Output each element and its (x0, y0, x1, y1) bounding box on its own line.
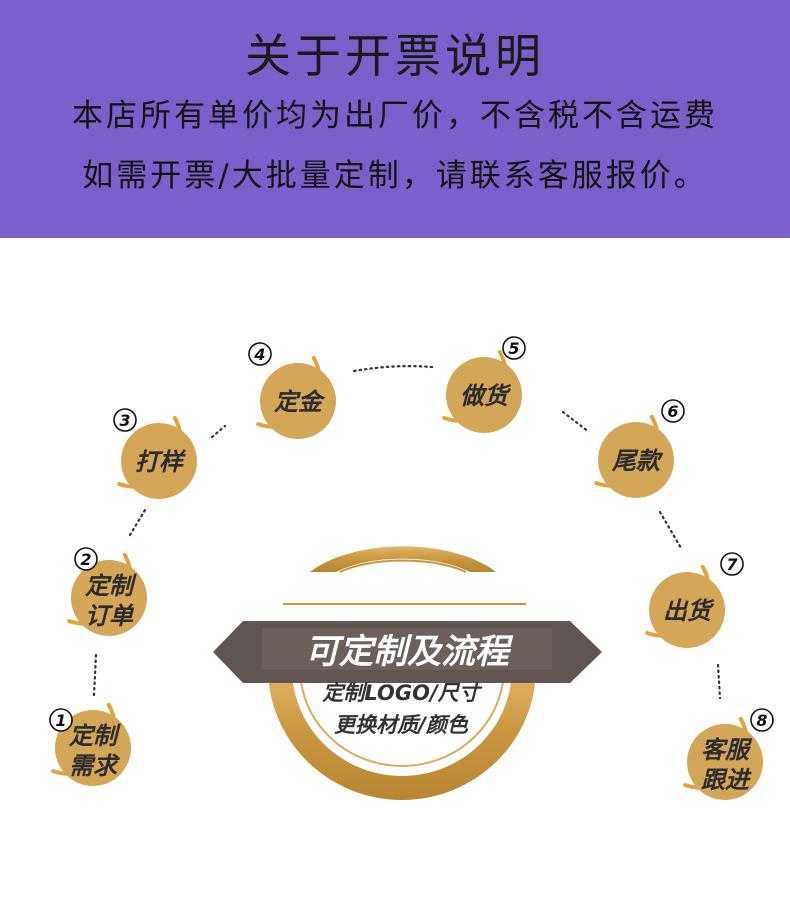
step-circle-3 (121, 423, 197, 499)
step-node-4: 定金 4 (248, 342, 336, 439)
step-number-badge-2 (74, 547, 98, 571)
step-number-badge-7 (720, 552, 744, 576)
step-label-line2-1: 需求 (69, 752, 121, 780)
connector-3-4 (210, 424, 227, 439)
step-node-3: 打样 3 (113, 408, 197, 499)
step-circle-1 (55, 710, 131, 786)
step-node-7: 出货 7 (645, 552, 744, 648)
center-emblem: 可定制及流程 定制LOGO/尺寸 更换材质/颜色 (213, 546, 602, 800)
connector-1-2 (92, 653, 98, 697)
step-number-badge-3 (113, 408, 137, 432)
emblem-lower-ring (268, 668, 536, 800)
emblem-upper-arc (310, 546, 496, 572)
step-circle-5 (446, 357, 522, 433)
step-label-2: 定制 (84, 572, 137, 600)
header-banner: 关于开票说明 本店所有单价均为出厂价，不含税不含运费 如需开票/大批量定制，请联… (0, 0, 790, 238)
step-circle-4 (260, 363, 336, 439)
step-number-badge-1 (49, 708, 73, 732)
step-label-line2-2: 订单 (85, 602, 135, 630)
step-number-2: 2 (80, 550, 91, 569)
step-number-7: 7 (726, 555, 738, 574)
emblem-upper-thin-arc (339, 559, 467, 573)
connector-7-8 (716, 663, 722, 700)
step-node-6: 尾款 6 (594, 399, 685, 498)
step-circle-8 (687, 724, 763, 800)
emblem-inner-ring (299, 667, 505, 767)
connector-lines (92, 365, 722, 700)
center-subtitle-1: 定制LOGO/尺寸 (321, 681, 482, 705)
page-title: 关于开票说明 (245, 29, 545, 83)
connector-5-6 (561, 410, 591, 434)
step-number-badge-4 (248, 342, 272, 366)
process-diagram: 可定制及流程 定制LOGO/尺寸 更换材质/颜色 定制需求1定制订单2打样3定金… (49, 336, 774, 800)
step-number-1: 1 (55, 711, 66, 730)
connector-6-7 (658, 510, 683, 550)
center-title: 可定制及流程 (305, 632, 514, 672)
step-number-badge-5 (502, 336, 526, 360)
ribbon-highlight (262, 628, 552, 670)
connector-4-5 (352, 365, 434, 373)
step-label-6: 尾款 (611, 447, 664, 475)
step-node-5: 做货 5 (442, 336, 526, 433)
step-label-7: 出货 (663, 597, 715, 625)
step-circle-6 (598, 422, 674, 498)
step-number-badge-8 (750, 708, 774, 732)
step-number-6: 6 (667, 402, 678, 421)
step-label-4: 定金 (273, 388, 326, 416)
center-subtitle-2: 更换材质/颜色 (334, 713, 469, 737)
step-number-8: 8 (756, 711, 767, 730)
step-circle-7 (649, 572, 725, 648)
step-label-line2-8: 跟进 (701, 766, 752, 794)
step-circle-2 (71, 560, 147, 636)
step-number-3: 3 (119, 411, 130, 430)
step-label-8: 客服 (701, 736, 753, 764)
step-number-4: 4 (253, 345, 265, 364)
notice-line-2: 如需开票/大批量定制，请联系客服报价。 (82, 158, 708, 194)
step-label-1: 定制 (68, 722, 121, 750)
connector-2-3 (128, 508, 147, 537)
step-number-5: 5 (508, 339, 519, 358)
step-label-5: 做货 (460, 382, 512, 410)
step-number-badge-6 (661, 399, 685, 423)
step-label-3: 打样 (135, 448, 187, 476)
notice-line-1: 本店所有单价均为出厂价，不含税不含运费 (72, 98, 718, 134)
